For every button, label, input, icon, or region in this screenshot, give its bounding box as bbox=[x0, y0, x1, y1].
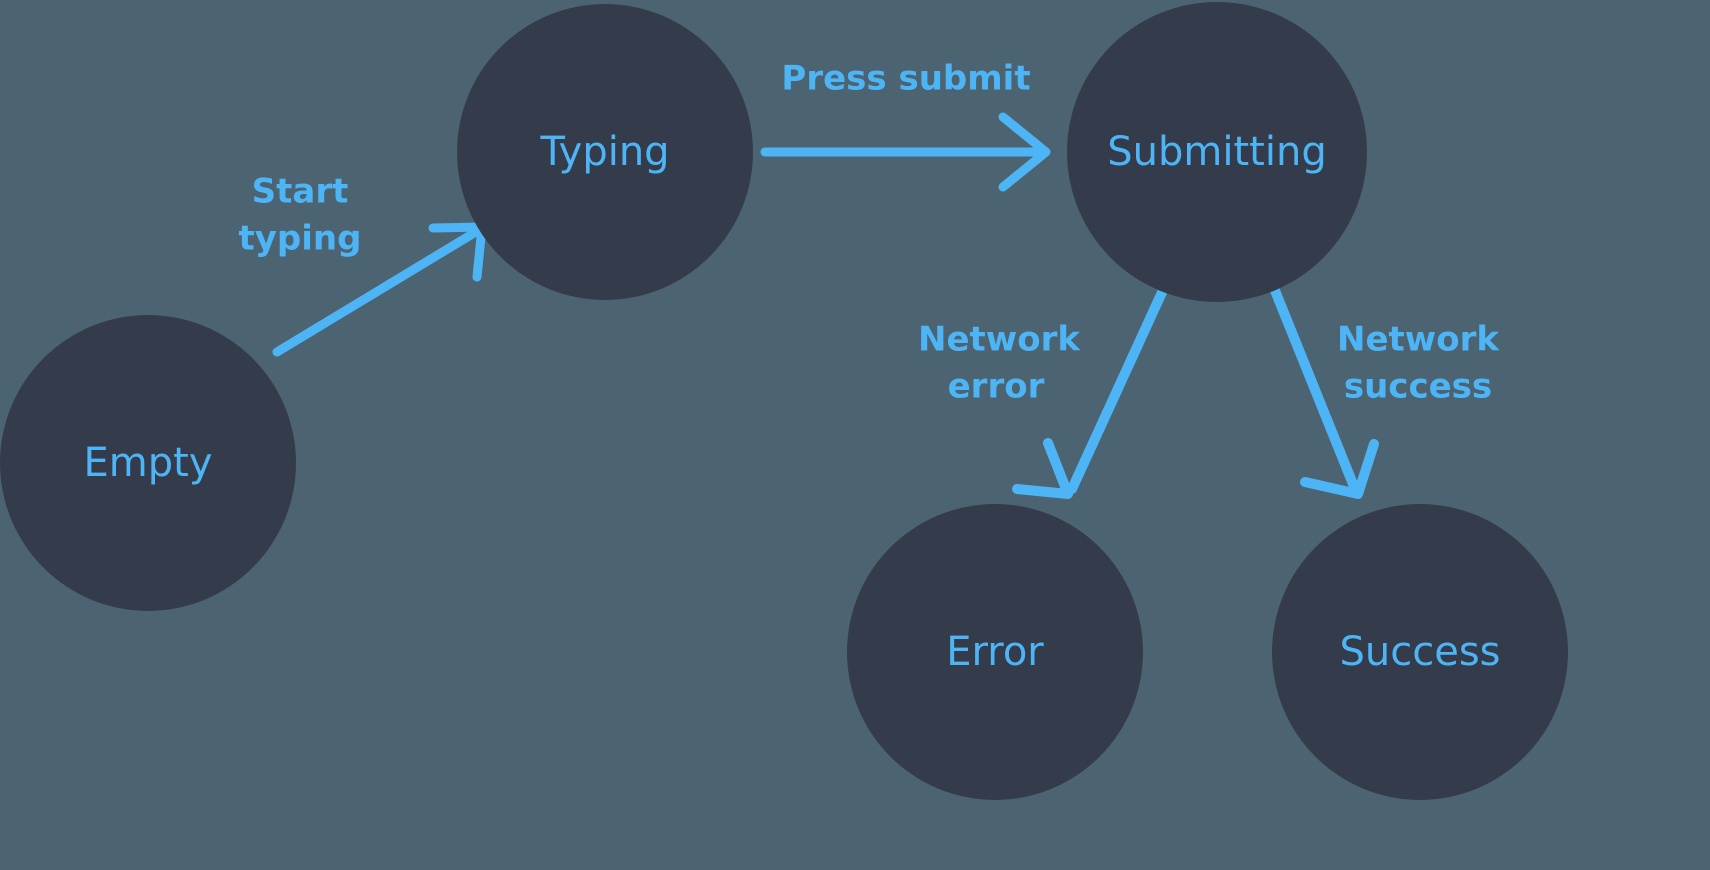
edge-label-submitting-to-error-line1: Network bbox=[918, 320, 1081, 360]
edge-label-typing-to-submitting-line1: Press submit bbox=[781, 59, 1030, 99]
edge-submitting-to-error bbox=[1012, 283, 1169, 499]
edge-label-submitting-to-success-line1: Network bbox=[1337, 320, 1500, 360]
node-typing-label: Typing bbox=[539, 129, 669, 175]
node-success[interactable]: Success bbox=[1272, 504, 1568, 800]
node-submitting-label: Submitting bbox=[1107, 129, 1326, 175]
arrowhead-submitting-to-error bbox=[1012, 438, 1073, 499]
edge-label-empty-to-typing: Start typing bbox=[239, 172, 362, 259]
edge-label-typing-to-submitting: Press submit bbox=[781, 59, 1030, 99]
node-empty-circle[interactable] bbox=[0, 315, 296, 611]
edge-label-submitting-to-error: Network error bbox=[918, 320, 1081, 407]
edge-line-empty-to-typing bbox=[272, 225, 484, 357]
node-success-circle[interactable] bbox=[1272, 504, 1568, 800]
arrowhead-submitting-to-success bbox=[1300, 439, 1379, 499]
edge-typing-to-submitting bbox=[760, 112, 1051, 192]
node-submitting[interactable]: Submitting bbox=[1067, 2, 1367, 302]
edge-line-submitting-to-success bbox=[1269, 283, 1360, 494]
edge-label-submitting-to-success: Network success bbox=[1337, 320, 1500, 407]
edge-submitting-to-success bbox=[1269, 283, 1379, 499]
node-typing[interactable]: Typing bbox=[457, 4, 753, 300]
node-submitting-circle[interactable] bbox=[1067, 2, 1367, 302]
node-empty-label: Empty bbox=[84, 440, 213, 486]
edge-label-empty-to-typing-line1: Start bbox=[252, 172, 349, 212]
node-success-label: Success bbox=[1339, 629, 1500, 675]
node-empty[interactable]: Empty bbox=[0, 315, 296, 611]
edge-label-empty-to-typing-line2: typing bbox=[239, 219, 362, 259]
node-error-label: Error bbox=[946, 629, 1044, 675]
node-typing-circle[interactable] bbox=[457, 4, 753, 300]
edge-line-submitting-to-error bbox=[1067, 283, 1169, 494]
edge-label-submitting-to-error-line2: error bbox=[948, 367, 1045, 407]
arrowhead-typing-to-submitting bbox=[998, 112, 1051, 192]
edge-label-submitting-to-success-line2: success bbox=[1344, 367, 1492, 407]
node-error[interactable]: Error bbox=[847, 504, 1143, 800]
node-error-circle[interactable] bbox=[847, 504, 1143, 800]
